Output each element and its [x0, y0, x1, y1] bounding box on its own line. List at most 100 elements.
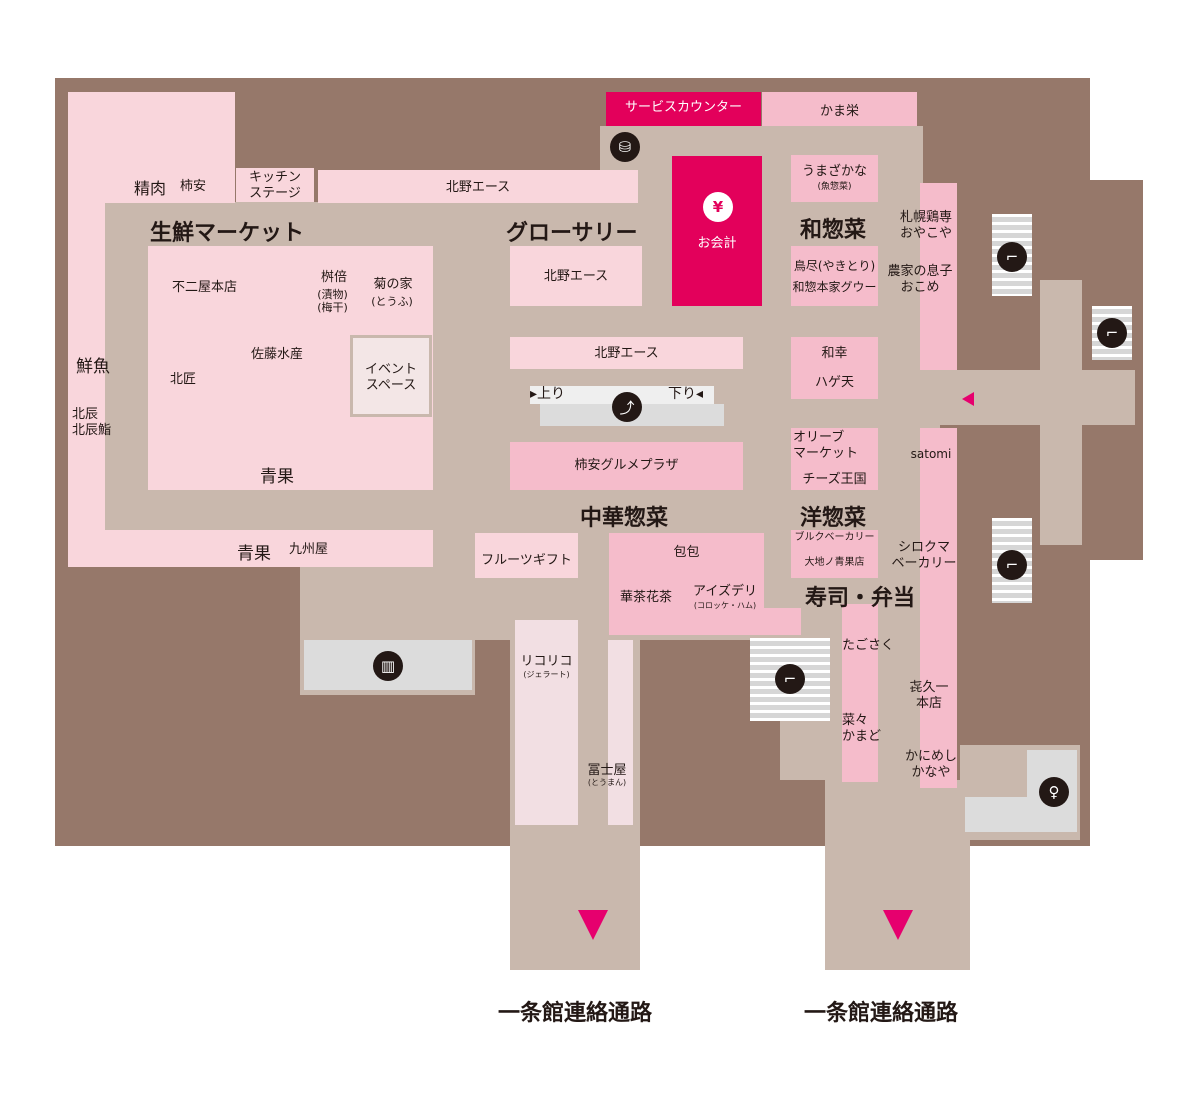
stairs-icon[interactable]: ⌐ — [1097, 318, 1127, 348]
zone-chinese-deli: 中華惣菜 — [580, 506, 669, 531]
fujiya-label: 不二屋本店 — [172, 280, 238, 295]
stairs-icon[interactable]: ⌐ — [775, 664, 805, 694]
ricorico-sub: (ジェラート) — [523, 670, 570, 679]
exit-label-left[interactable]: 一条館連絡通路 — [498, 1001, 653, 1026]
seika-inner-label: 青果 — [260, 467, 294, 487]
shop-event-space[interactable] — [350, 335, 432, 417]
information-icon[interactable]: ⛁ — [610, 132, 640, 162]
kitatatsu-label: 北辰 北辰鮨 — [72, 407, 112, 439]
stairs-icon[interactable]: ⌐ — [997, 550, 1027, 580]
checkout-area[interactable] — [672, 156, 762, 306]
shop-kakiyasu-gourmet[interactable] — [510, 442, 743, 490]
shop-olive[interactable] — [791, 428, 878, 490]
exit-arrow-icon — [883, 910, 913, 940]
kitano-ace-mid-label: 北野エース — [543, 269, 609, 284]
kanimeshi-label: かにめし かなや — [904, 749, 957, 781]
shop-kitchen-stage[interactable] — [236, 168, 314, 202]
paopao-label: 包包 — [673, 545, 700, 560]
corridor-east-vert — [1040, 280, 1082, 545]
umazakana-label: うまざかな — [801, 164, 867, 179]
shop-bulk[interactable] — [791, 530, 878, 578]
kikunoya-sub: (とうふ) — [371, 295, 413, 308]
shop-wako[interactable] — [791, 337, 878, 399]
ricorico-label: リコリコ — [520, 654, 573, 669]
up-text: 上り — [537, 386, 566, 402]
sapporo-oyakoya-label: 札幌鶏専 おやこや — [899, 210, 952, 242]
up-label: ▸上り — [530, 386, 566, 402]
shop-satomi-column[interactable] — [920, 428, 957, 788]
shop-kamaei[interactable] — [762, 92, 917, 126]
nouka-label: 農家の息子 おこめ — [887, 264, 953, 296]
event-space-label: イベント スペース — [364, 362, 417, 394]
zone-western-deli: 洋惣菜 — [800, 506, 867, 531]
kitasho-label: 北匠 — [170, 372, 197, 387]
yen-icon: ¥ — [703, 192, 733, 222]
kikunoya-label: 菊の家 — [373, 277, 413, 292]
umazakana-sub: (魚惣菜) — [817, 182, 852, 192]
service-counter[interactable] — [606, 92, 761, 126]
seiniku-label: 精肉 — [134, 179, 167, 198]
masubai-label: 桝倍 — [320, 270, 347, 285]
shop-kitano-ace-mid[interactable] — [510, 246, 642, 306]
womens-restroom-icon[interactable]: ♀ — [1039, 777, 1069, 807]
shop-torijin[interactable] — [791, 246, 878, 306]
nanakamado-label: 菜々 かまど — [842, 713, 882, 745]
shop-kitano-ace-low[interactable] — [510, 337, 743, 369]
ice-deli-sub: (コロッケ・ハム) — [693, 601, 757, 610]
wako-label: 和幸 — [821, 346, 848, 361]
cheese-label: チーズ王国 — [802, 472, 867, 487]
exit-arrow-icon — [578, 910, 608, 940]
shop-bottom-strip — [68, 530, 433, 567]
bulk-label: ブルクベーカリー — [794, 532, 875, 543]
fruit-gift-label: フルーツギフト — [481, 553, 572, 568]
corridor-east — [878, 370, 1135, 425]
shop-chinese-block[interactable] — [609, 533, 764, 635]
fujiya-lower-label: 冨士屋 — [587, 763, 627, 778]
checkout-label: お会計 — [697, 236, 737, 251]
masubai-sub: (漬物) (梅干) — [317, 288, 348, 315]
satomi-label: satomi — [910, 447, 952, 461]
washo-honke-label: 和惣本家グウー — [792, 280, 877, 294]
stairs-icon[interactable]: ⌐ — [997, 242, 1027, 272]
shop-ricorico[interactable] — [515, 620, 578, 825]
zone-fresh-market: 生鮮マーケット — [150, 221, 305, 246]
escalator-icon: ⤴ — [612, 392, 642, 422]
daichi-label: 大地ノ青果店 — [804, 557, 865, 568]
shop-kitano-ace-top[interactable] — [318, 170, 638, 203]
shop-fujiya-lower[interactable] — [608, 640, 633, 825]
olive-label: オリーブ マーケット — [793, 430, 859, 462]
kakiyasu-meat-label: 柿安 — [180, 179, 207, 194]
service-counter-label: サービスカウンター — [624, 100, 742, 115]
kitano-ace-low-label: 北野エース — [594, 346, 659, 361]
shop-umazakana[interactable] — [791, 155, 878, 202]
shop-kitchen-area-top — [105, 168, 235, 203]
kachakacha-label: 華茶花茶 — [620, 590, 673, 605]
tagosaku-label: たごさく — [842, 638, 895, 653]
kyushuya-label: 九州屋 — [289, 542, 329, 557]
kamaei-label: かま栄 — [819, 104, 859, 119]
shop-chinese-block-ext[interactable] — [764, 608, 801, 635]
corridor-right-col — [878, 126, 923, 786]
shop-sapporo-oyakoya[interactable] — [920, 183, 957, 370]
hagiten-label: ハゲ天 — [814, 375, 854, 390]
zone-sushi-bento: 寿司・弁当 — [805, 586, 916, 611]
ice-deli-label: アイズデリ — [693, 584, 757, 599]
down-label: 下り◂ — [668, 386, 704, 402]
kakiyasu-gourmet-label: 柿安グルメプラザ — [574, 458, 679, 473]
zone-grocery: グローサリー — [506, 221, 638, 246]
exit-label-right[interactable]: 一条館連絡通路 — [804, 1001, 959, 1026]
shop-fruit-gift[interactable] — [475, 533, 578, 578]
seika-bottom-label: 青果 — [237, 544, 271, 564]
elevator-icon[interactable]: ▥ — [373, 651, 403, 681]
shop-tagosaku[interactable] — [842, 604, 878, 782]
torijin-label: 鳥尽(やきとり) — [793, 259, 876, 273]
fujiya-lower-sub: (とうまん) — [587, 778, 627, 787]
kitchen-stage-label: キッチン ステージ — [248, 170, 301, 202]
kikyu-label: 㐂久一 本店 — [909, 680, 949, 712]
down-text: 下り — [668, 386, 696, 402]
sengyo-label: 鮮魚 — [76, 357, 110, 377]
entrance-arrow-icon — [962, 392, 974, 406]
kitano-ace-top-label: 北野エース — [445, 180, 511, 195]
shirokuma-label: シロクマ ベーカリー — [891, 540, 957, 572]
